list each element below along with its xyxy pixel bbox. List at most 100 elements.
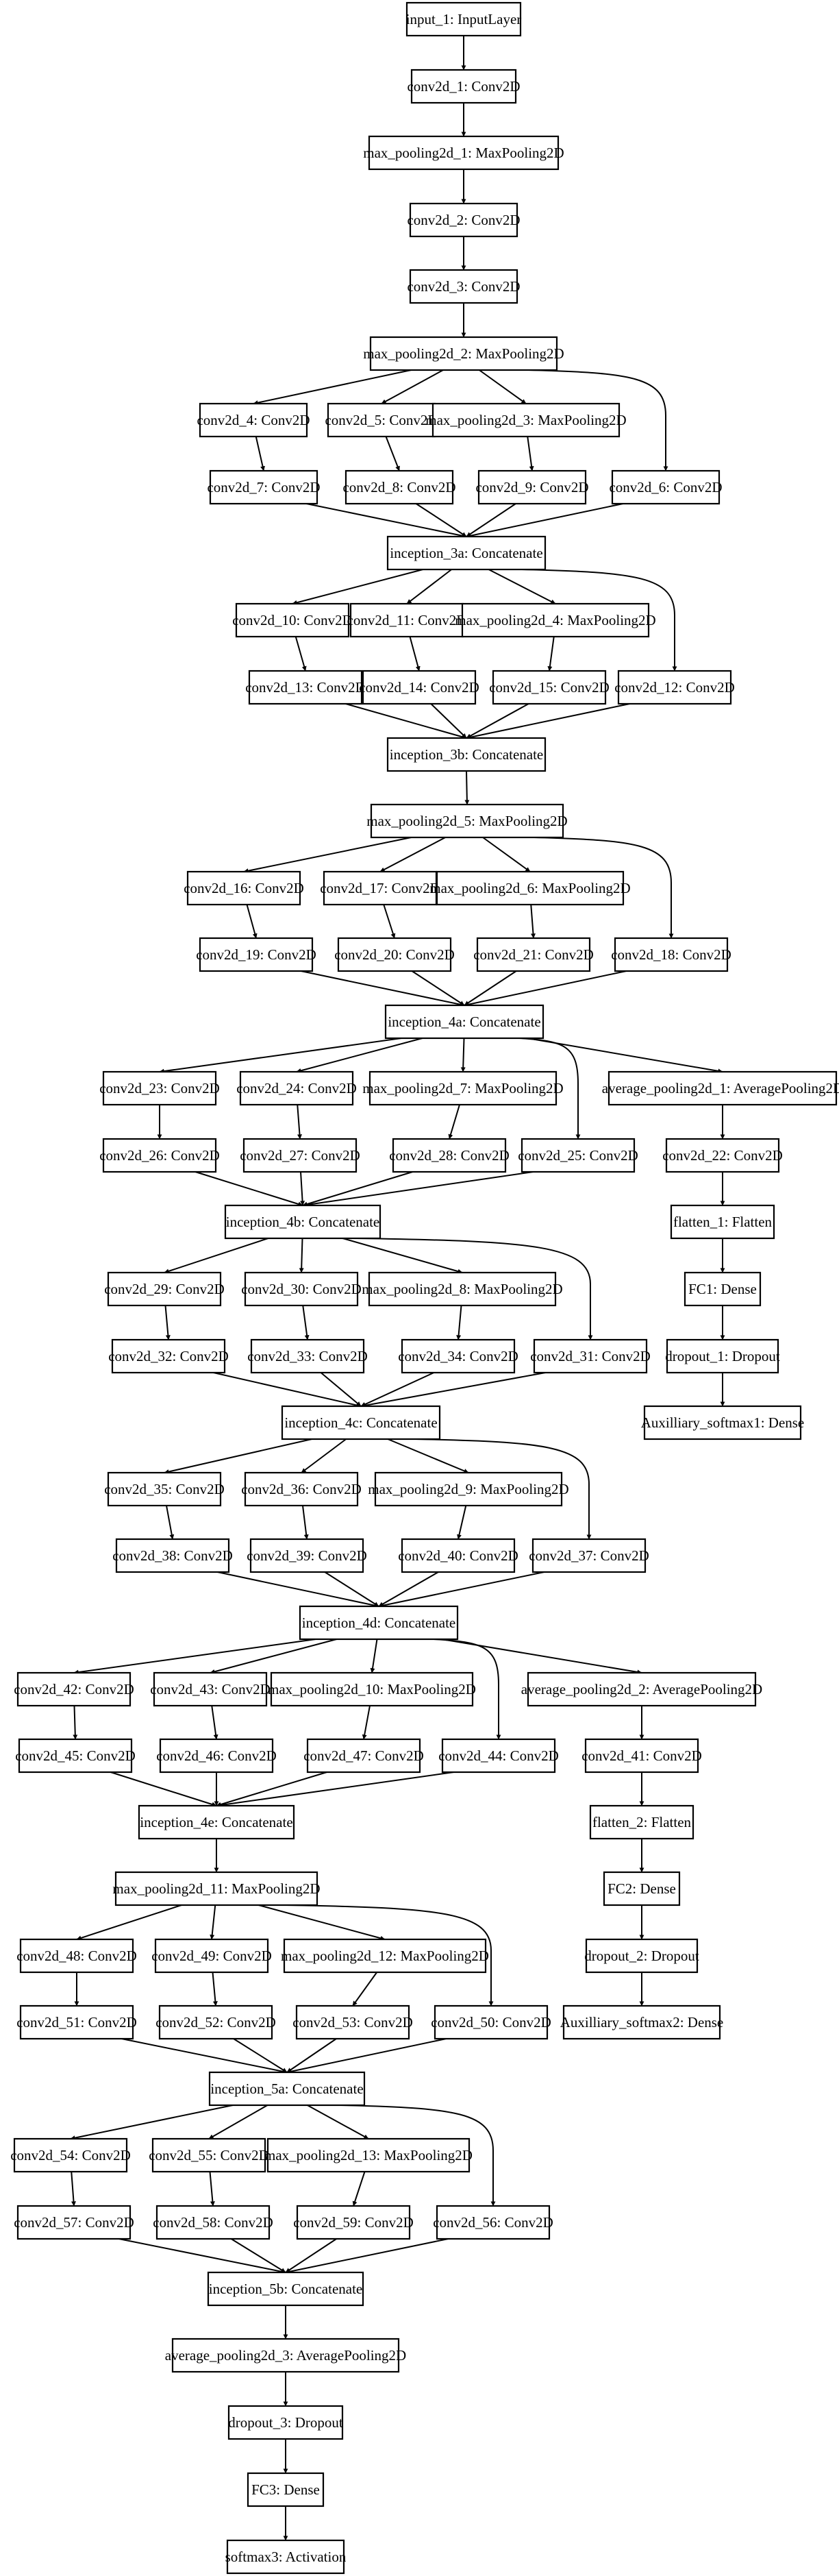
layer-box: [401, 1338, 516, 1374]
edge-line: [362, 1705, 371, 1740]
layer-node: conv2d_5: Conv2D: [325, 402, 438, 438]
layer-node: conv2d_34: Conv2D: [398, 1338, 518, 1374]
edge-arrow: [464, 970, 517, 1006]
layer-node: conv2d_1: Conv2D: [407, 69, 521, 104]
edge-line: [534, 837, 674, 939]
edge-line: [295, 636, 307, 672]
edge-arrow: [296, 1038, 423, 1073]
layer-box: [533, 1338, 648, 1374]
layer-label: conv2d_51: Conv2D: [16, 2014, 137, 2031]
layer-box: [665, 1138, 780, 1173]
layer-node: average_pooling2d_2: AveragePooling2D: [521, 1671, 762, 1707]
layer-label: conv2d_45: Conv2D: [15, 1747, 136, 1764]
edge-line: [307, 2105, 369, 2139]
edge-arrow: [306, 503, 467, 539]
layer-label: conv2d_46: Conv2D: [156, 1747, 277, 1764]
layer-label: dropout_2: Dropout: [584, 1948, 699, 1964]
edge-arrow: [352, 1972, 378, 2007]
layer-box: [670, 1204, 775, 1240]
layer-box: [589, 1804, 694, 1840]
layer-node: conv2d_42: Conv2D: [14, 1671, 134, 1707]
layer-node: conv2d_40: Conv2D: [398, 1538, 518, 1573]
layer-node: conv2d_41: Conv2D: [581, 1738, 702, 1774]
edge-arrow: [286, 2038, 447, 2074]
layer-label: conv2d_1: Conv2D: [407, 78, 520, 95]
layer-box: [13, 2137, 128, 2173]
layer-node: inception_4c: Concatenate: [281, 1405, 441, 1440]
edge-line: [195, 1171, 303, 1207]
edge-line: [441, 1639, 642, 1675]
edge-line: [466, 503, 516, 537]
edge-line: [387, 1438, 469, 1473]
edge-line: [258, 1904, 386, 1941]
layer-box: [158, 2004, 273, 2040]
layer-label: conv2d_30: Conv2D: [241, 1281, 362, 1297]
layer-label: conv2d_18: Conv2D: [611, 946, 731, 963]
layer-label: average_pooling2d_2: AveragePooling2D: [521, 1681, 762, 1697]
edge-arrow: [379, 837, 446, 872]
edge-arrow: [217, 1571, 379, 1608]
edge-arrow: [411, 970, 465, 1006]
edge-arrow: [464, 970, 627, 1007]
edge-line: [286, 2038, 337, 2073]
edge-line: [352, 2171, 366, 2207]
layer-node: conv2d_49: Conv2D: [151, 1938, 272, 1974]
layer-node: conv2d_35: Conv2D: [104, 1471, 225, 1507]
layer-node: conv2d_48: Conv2D: [16, 1938, 137, 1974]
layer-box: [431, 402, 621, 438]
edge-line: [342, 1238, 463, 1274]
edge-line: [341, 2105, 496, 2207]
edge-line: [71, 2171, 76, 2207]
layer-node: conv2d_45: Conv2D: [15, 1738, 136, 1774]
edge-arrow: [457, 1505, 467, 1540]
layer-node: conv2d_43: Conv2D: [150, 1671, 271, 1707]
layer-box: [327, 402, 436, 438]
layer-label: conv2d_42: Conv2D: [14, 1681, 134, 1697]
layer-label: flatten_2: Flatten: [592, 1814, 692, 1830]
edge-line: [73, 1705, 78, 1740]
edge-arrow: [466, 703, 630, 740]
layer-label: conv2d_23: Conv2D: [99, 1080, 220, 1096]
edge-arrow: [253, 369, 412, 406]
edge-line: [301, 970, 465, 1007]
edge-arrow: [285, 2238, 449, 2274]
edge-arrow: [212, 1972, 218, 2007]
layer-box: [401, 1538, 516, 1573]
edge-line: [464, 970, 517, 1006]
edge-arrow: [357, 1238, 593, 1340]
layer-label: conv2d_43: Conv2D: [150, 1681, 271, 1697]
edge-arrow: [110, 1771, 217, 1807]
layer-node: max_pooling2d_9: MaxPooling2D: [368, 1471, 569, 1507]
edge-line: [166, 1505, 175, 1540]
edge-line: [300, 1171, 305, 1206]
edge-arrow: [381, 369, 444, 404]
edge-arrow: [299, 1238, 304, 1273]
layer-box: [386, 535, 547, 571]
edge-line: [411, 970, 465, 1006]
edge-arrow: [466, 503, 623, 539]
layer-label: conv2d_48: Conv2D: [16, 1948, 137, 1964]
layer-label: inception_4a: Concatenate: [388, 1014, 540, 1030]
layer-node: conv2d_58: Conv2D: [153, 2205, 273, 2240]
layer-label: inception_4b: Concatenate: [226, 1214, 380, 1230]
edge-arrow: [466, 503, 516, 537]
layer-label: max_pooling2d_12: MaxPooling2D: [281, 1948, 489, 1964]
layer-node: conv2d_27: Conv2D: [240, 1138, 360, 1173]
layer-node: max_pooling2d_1: MaxPooling2D: [363, 135, 564, 171]
layer-box: [409, 269, 518, 304]
edge-arrow: [385, 436, 400, 471]
layer-label: conv2d_21: Conv2D: [473, 946, 594, 963]
layer-box: [249, 1538, 364, 1573]
edge-arrow: [378, 1571, 544, 1608]
edge-line: [216, 1771, 454, 1808]
layer-label: flatten_1: Flatten: [673, 1214, 773, 1230]
edge-arrow: [70, 2105, 234, 2141]
layer-label: conv2d_27: Conv2D: [240, 1147, 360, 1164]
edge-line: [352, 1972, 378, 2007]
layer-node: max_pooling2d_10: MaxPooling2D: [268, 1671, 476, 1707]
layer-node: max_pooling2d_11: MaxPooling2D: [112, 1871, 321, 1906]
layer-node: max_pooling2d_4: MaxPooling2D: [455, 602, 656, 638]
layer-box: [208, 2071, 366, 2107]
edge-arrow: [527, 1038, 723, 1074]
edge-arrow: [210, 1904, 216, 1940]
